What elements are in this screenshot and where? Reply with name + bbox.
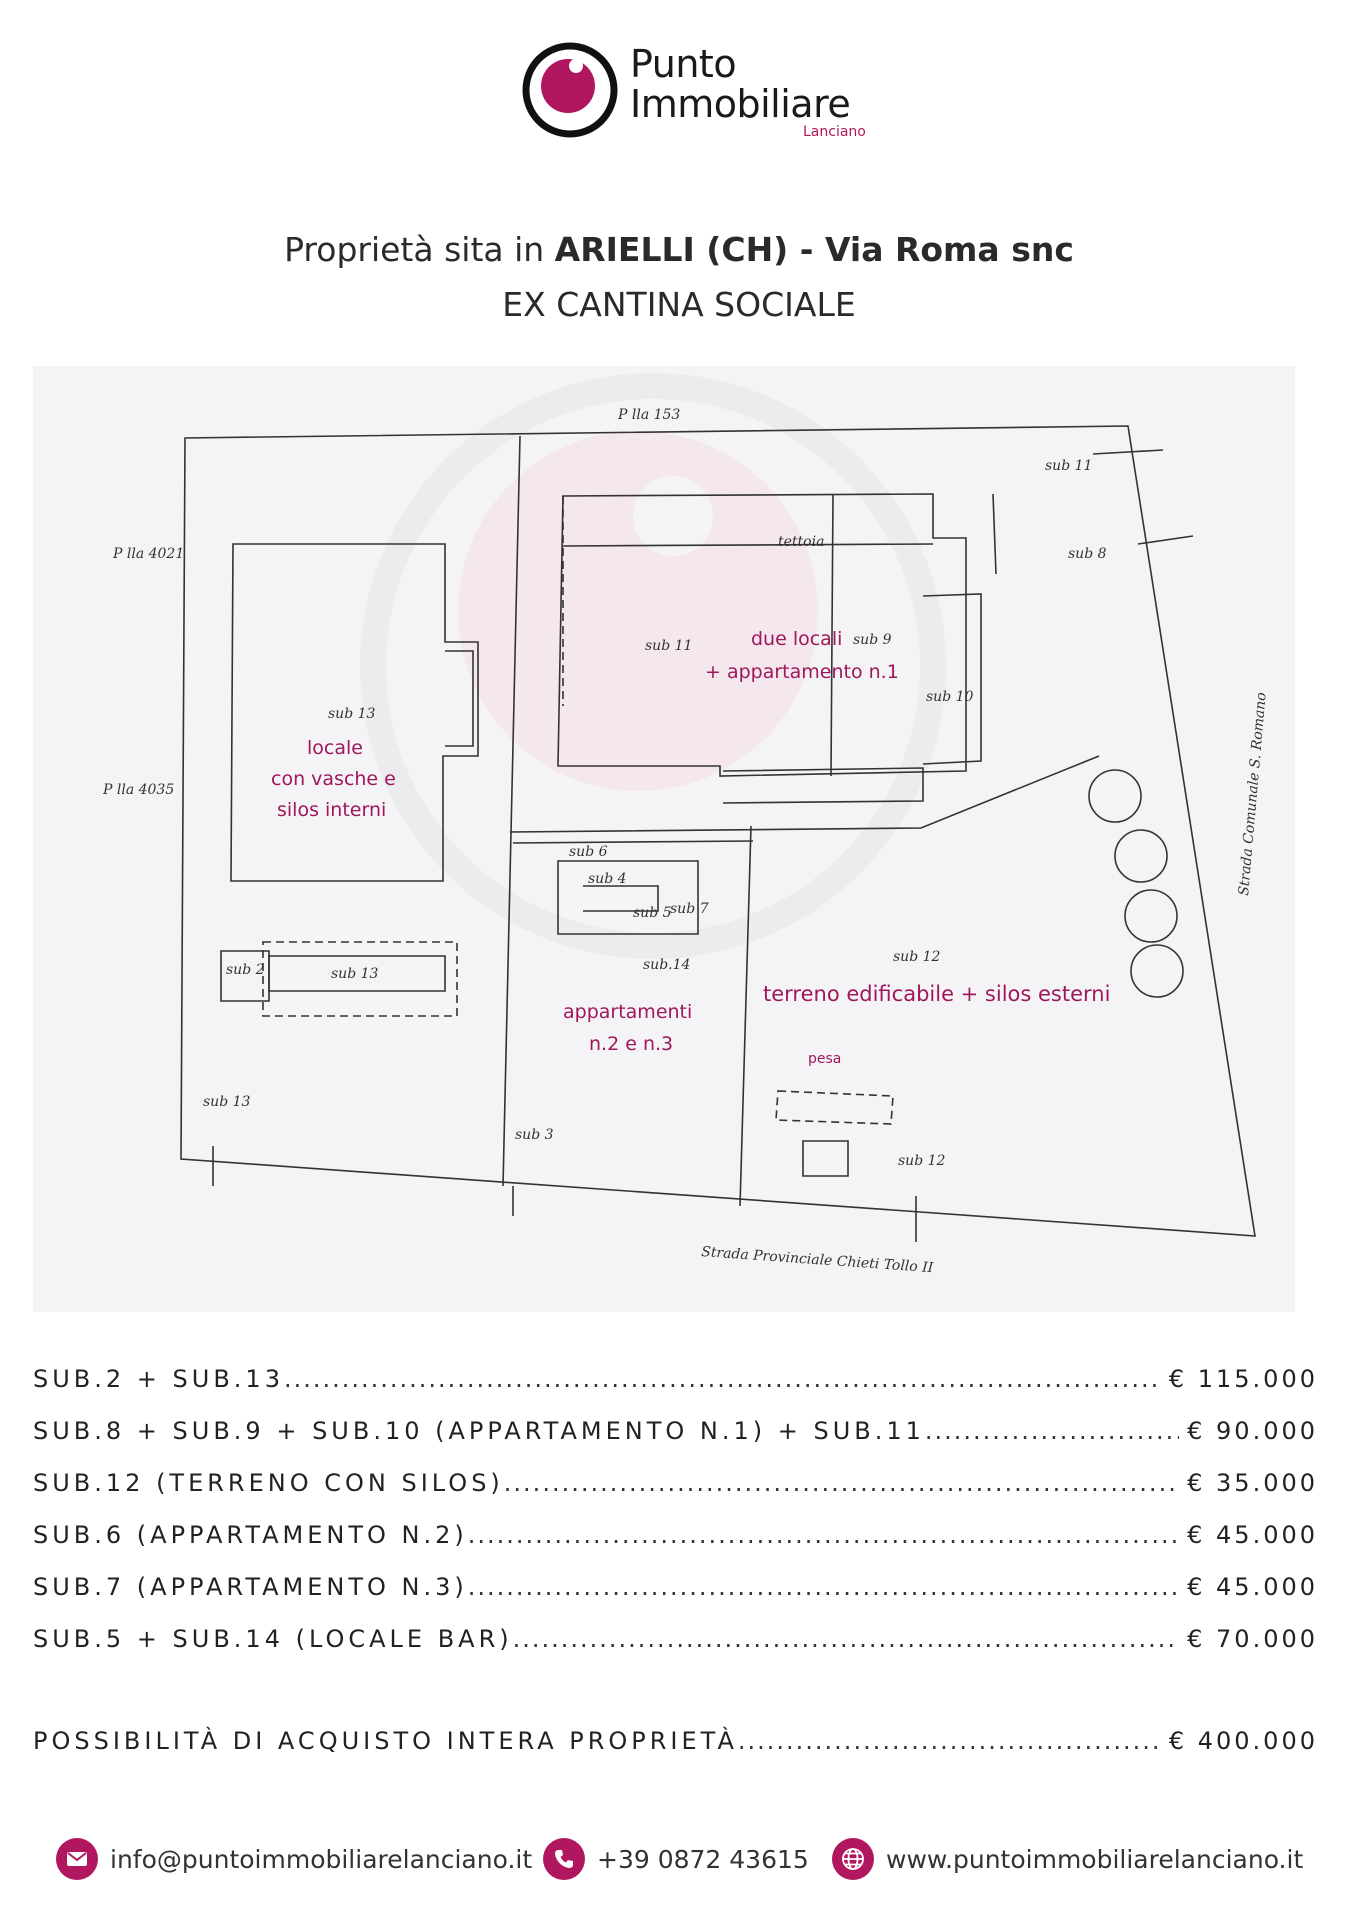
label-sub12-b: sub 12 — [898, 1153, 946, 1169]
total-label: POSSIBILITÀ DI ACQUISTO INTERA PROPRIETÀ — [33, 1727, 738, 1755]
marker-appartamenti-1: appartamenti — [563, 1001, 692, 1023]
site-plan: P lla 153 P lla 4021 P lla 4035 sub 11 s… — [33, 366, 1295, 1312]
brand-city: Lanciano — [803, 124, 866, 140]
mail-icon — [56, 1838, 98, 1880]
label-sub13-c: sub 13 — [203, 1094, 251, 1110]
price-row: SUB.12 (TERRENO CON SILOS) € 35.000 — [33, 1466, 1318, 1500]
label-sub5: sub 5 — [633, 905, 672, 921]
marker-locale-3: silos interni — [277, 799, 386, 821]
price-value: € 70.000 — [1187, 1625, 1318, 1653]
label-sub10: sub 10 — [926, 689, 974, 705]
label-plla4035: P lla 4035 — [102, 782, 174, 798]
property-title: Proprietà sita in ARIELLI (CH) - Via Rom… — [0, 230, 1358, 269]
building-sub11 — [557, 493, 967, 777]
label-road-bottom: Strada Provinciale Chieti Tollo II — [701, 1244, 934, 1276]
price-label: SUB.5 + SUB.14 (LOCALE BAR) — [33, 1625, 513, 1653]
price-label: SUB.8 + SUB.9 + SUB.10 (APPARTAMENTO N.1… — [33, 1417, 925, 1445]
label-sub6: sub 6 — [569, 844, 608, 860]
contact-email[interactable]: info@puntoimmobiliarelanciano.it — [56, 1836, 532, 1882]
price-label: SUB.6 (APPARTAMENTO N.2) — [33, 1521, 468, 1549]
site-plan-drawing: P lla 153 P lla 4021 P lla 4035 sub 11 s… — [102, 373, 1270, 1276]
label-road-right: Strada Comunale S. Romano — [1236, 692, 1270, 897]
marker-locale-1: locale — [307, 737, 363, 759]
label-sub13-b: sub 13 — [331, 966, 379, 982]
email-link[interactable]: info@puntoimmobiliarelanciano.it — [110, 1844, 533, 1874]
label-sub4: sub 4 — [588, 871, 627, 887]
label-sub12-a: sub 12 — [893, 949, 941, 965]
label-sub8: sub 8 — [1068, 546, 1107, 562]
logo-mark-icon — [522, 42, 618, 138]
label-tettoia: tettoia — [778, 534, 824, 550]
label-sub7: sub 7 — [670, 901, 709, 917]
label-sub9: sub 9 — [853, 632, 892, 648]
brand-name-line1: Punto — [630, 42, 737, 86]
property-subtitle: EX CANTINA SOCIALE — [502, 285, 856, 324]
contact-web[interactable]: www.puntoimmobiliarelanciano.it — [832, 1836, 1303, 1882]
marker-locale-2: con vasche e — [271, 768, 396, 790]
plot-boundary — [180, 425, 1256, 1237]
title-location: ARIELLI (CH) - Via Roma snc — [554, 230, 1074, 269]
price-row: SUB.7 (APPARTAMENTO N.3) € 45.000 — [33, 1570, 1318, 1604]
label-sub13-a: sub 13 — [328, 706, 376, 722]
marker-terreno: terreno edificabile + silos esterni — [763, 982, 1110, 1006]
marker-due-locali-1: due locali — [751, 628, 842, 650]
contact-phone[interactable]: +39 0872 43615 — [543, 1836, 809, 1882]
price-row: SUB.8 + SUB.9 + SUB.10 (APPARTAMENTO N.1… — [33, 1414, 1318, 1448]
total-value: € 400.000 — [1168, 1727, 1318, 1755]
price-value: € 115.000 — [1168, 1365, 1318, 1393]
building-sub13 — [230, 543, 479, 882]
price-label: SUB.12 (TERRENO CON SILOS) — [33, 1469, 504, 1497]
globe-icon — [832, 1838, 874, 1880]
label-sub11-top: sub 11 — [1045, 458, 1092, 474]
marker-due-locali-2: + appartamento n.1 — [705, 661, 899, 683]
label-sub11: sub 11 — [645, 638, 692, 654]
label-plla153: P lla 153 — [617, 407, 680, 423]
price-value: € 45.000 — [1187, 1521, 1318, 1549]
label-sub14: sub.14 — [643, 957, 690, 973]
brand-logo: Punto Immobiliare Lanciano — [520, 38, 880, 148]
price-row: SUB.2 + SUB.13 € 115.000 — [33, 1362, 1318, 1396]
phone-link[interactable]: +39 0872 43615 — [597, 1844, 809, 1874]
label-sub3: sub 3 — [515, 1127, 554, 1143]
price-label: SUB.2 + SUB.13 — [33, 1365, 284, 1393]
price-row: SUB.5 + SUB.14 (LOCALE BAR) € 70.000 — [33, 1622, 1318, 1656]
phone-icon — [543, 1838, 585, 1880]
price-row: SUB.6 (APPARTAMENTO N.2) € 45.000 — [33, 1518, 1318, 1552]
marker-appartamenti-2: n.2 e n.3 — [589, 1033, 673, 1055]
marker-pesa: pesa — [808, 1051, 841, 1067]
label-sub2: sub 2 — [226, 962, 265, 978]
website-link[interactable]: www.puntoimmobiliarelanciano.it — [886, 1844, 1304, 1874]
total-price-row: POSSIBILITÀ DI ACQUISTO INTERA PROPRIETÀ… — [33, 1724, 1318, 1758]
price-label: SUB.7 (APPARTAMENTO N.3) — [33, 1573, 468, 1601]
label-plla4021: P lla 4021 — [112, 546, 184, 562]
price-value: € 90.000 — [1187, 1417, 1318, 1445]
price-value: € 35.000 — [1187, 1469, 1318, 1497]
title-prefix: Proprietà sita in — [284, 230, 555, 269]
price-value: € 45.000 — [1187, 1573, 1318, 1601]
brand-name-line2: Immobiliare — [630, 82, 851, 126]
